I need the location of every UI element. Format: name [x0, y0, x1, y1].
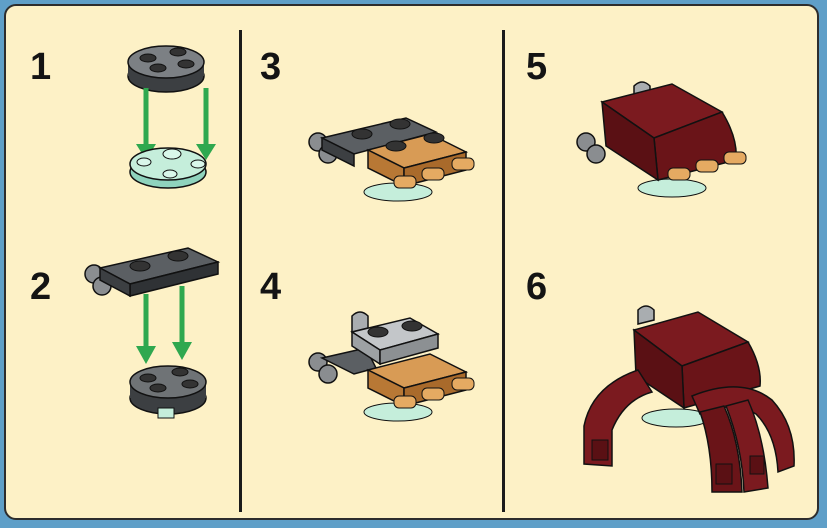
dark-gray-round-plate: [130, 366, 206, 418]
instruction-panel: 1 2 3 4 5 6: [4, 4, 819, 520]
step-5-illustration: [572, 72, 772, 202]
dark-gray-plate-with-clips: [85, 248, 218, 296]
dark-gray-round-plate: [128, 46, 204, 92]
step-number: 4: [260, 268, 281, 306]
step-4-illustration: [306, 306, 486, 426]
column-divider: [239, 30, 242, 512]
step-3-illustration: [306, 96, 486, 206]
trans-blue-round-plate: [130, 148, 206, 188]
step-6-illustration: [572, 296, 812, 506]
column-divider: [502, 30, 505, 512]
step-number: 5: [526, 48, 547, 86]
step-number: 2: [30, 268, 51, 306]
step-number: 6: [526, 268, 547, 306]
step-number: 1: [30, 48, 51, 86]
step-number: 3: [260, 48, 281, 86]
arrow-icon: [136, 286, 192, 364]
step-2-illustration: [78, 238, 228, 424]
step-1-illustration: [118, 36, 218, 196]
